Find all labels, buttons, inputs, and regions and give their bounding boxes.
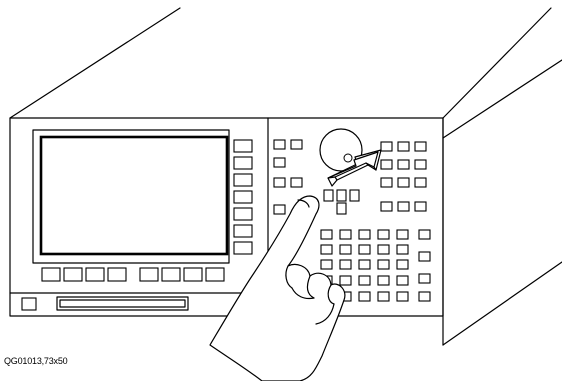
keypad-key[interactable] — [339, 229, 352, 240]
control-key[interactable] — [397, 159, 410, 170]
control-key[interactable] — [397, 177, 410, 188]
bottom-key[interactable] — [85, 267, 105, 282]
keypad-key[interactable] — [396, 259, 409, 270]
keypad-key[interactable] — [396, 291, 409, 302]
keypad-key[interactable] — [320, 259, 333, 270]
display-screen — [39, 135, 229, 256]
keypad-key[interactable] — [396, 229, 409, 240]
control-key[interactable] — [336, 189, 347, 202]
keypad-key[interactable] — [358, 291, 371, 302]
bottom-key[interactable] — [63, 267, 83, 282]
rotary-knob-dimple — [343, 153, 353, 163]
front-panel — [9, 117, 444, 317]
softkey[interactable] — [233, 139, 253, 153]
control-key[interactable] — [380, 141, 393, 152]
figure-caption: QG01013,73x50 — [4, 356, 68, 366]
keypad-key[interactable] — [358, 244, 371, 255]
keypad-key[interactable] — [320, 244, 333, 255]
keypad-key[interactable] — [377, 291, 390, 302]
control-key[interactable] — [273, 204, 286, 215]
keypad-key[interactable] — [418, 229, 431, 240]
control-key[interactable] — [290, 177, 303, 188]
keypad-key[interactable] — [358, 229, 371, 240]
softkey[interactable] — [233, 156, 253, 170]
bottom-key[interactable] — [41, 267, 61, 282]
control-key[interactable] — [414, 141, 427, 152]
keypad-key[interactable] — [339, 275, 352, 286]
softkey[interactable] — [233, 173, 253, 187]
softkey[interactable] — [233, 224, 253, 238]
keypad-key[interactable] — [358, 259, 371, 270]
softkey[interactable] — [233, 207, 253, 221]
softkey[interactable] — [233, 241, 253, 255]
control-key[interactable] — [380, 201, 393, 212]
keypad-key[interactable] — [377, 244, 390, 255]
bottom-key[interactable] — [205, 267, 225, 282]
keypad-key[interactable] — [339, 259, 352, 270]
control-key[interactable] — [273, 157, 286, 168]
control-key[interactable] — [336, 202, 347, 215]
control-key[interactable] — [380, 159, 393, 170]
pointing-arrow-icon — [327, 149, 382, 187]
control-key[interactable] — [273, 177, 286, 188]
keypad-key[interactable] — [418, 273, 431, 284]
control-key[interactable] — [273, 139, 286, 150]
keypad-key[interactable] — [320, 229, 333, 240]
softkey-column — [233, 139, 253, 255]
bottom-key[interactable] — [161, 267, 181, 282]
keypad-key[interactable] — [396, 244, 409, 255]
control-key[interactable] — [414, 159, 427, 170]
control-key[interactable] — [414, 201, 427, 212]
power-button[interactable] — [21, 297, 37, 311]
bottom-key[interactable] — [183, 267, 203, 282]
display — [32, 129, 230, 264]
control-keys — [273, 139, 427, 215]
screen-bottom-keys — [41, 267, 225, 282]
softkey[interactable] — [233, 190, 253, 204]
keypad-key[interactable] — [396, 275, 409, 286]
keypad-key[interactable] — [418, 291, 431, 302]
control-key[interactable] — [323, 189, 334, 202]
keypad-key[interactable] — [377, 229, 390, 240]
control-key[interactable] — [349, 189, 360, 202]
bottom-key[interactable] — [139, 267, 159, 282]
keypad-key[interactable] — [377, 259, 390, 270]
control-key[interactable] — [397, 141, 410, 152]
bottom-key[interactable] — [107, 267, 127, 282]
control-key[interactable] — [290, 139, 303, 150]
keypad-key[interactable] — [418, 251, 431, 262]
keypad-key[interactable] — [377, 275, 390, 286]
disk-drive-slot — [56, 296, 189, 311]
keypad-key[interactable] — [339, 244, 352, 255]
control-key[interactable] — [414, 177, 427, 188]
pointing-hand-icon — [209, 195, 346, 381]
control-key[interactable] — [380, 177, 393, 188]
control-key[interactable] — [397, 201, 410, 212]
keypad-key[interactable] — [358, 275, 371, 286]
